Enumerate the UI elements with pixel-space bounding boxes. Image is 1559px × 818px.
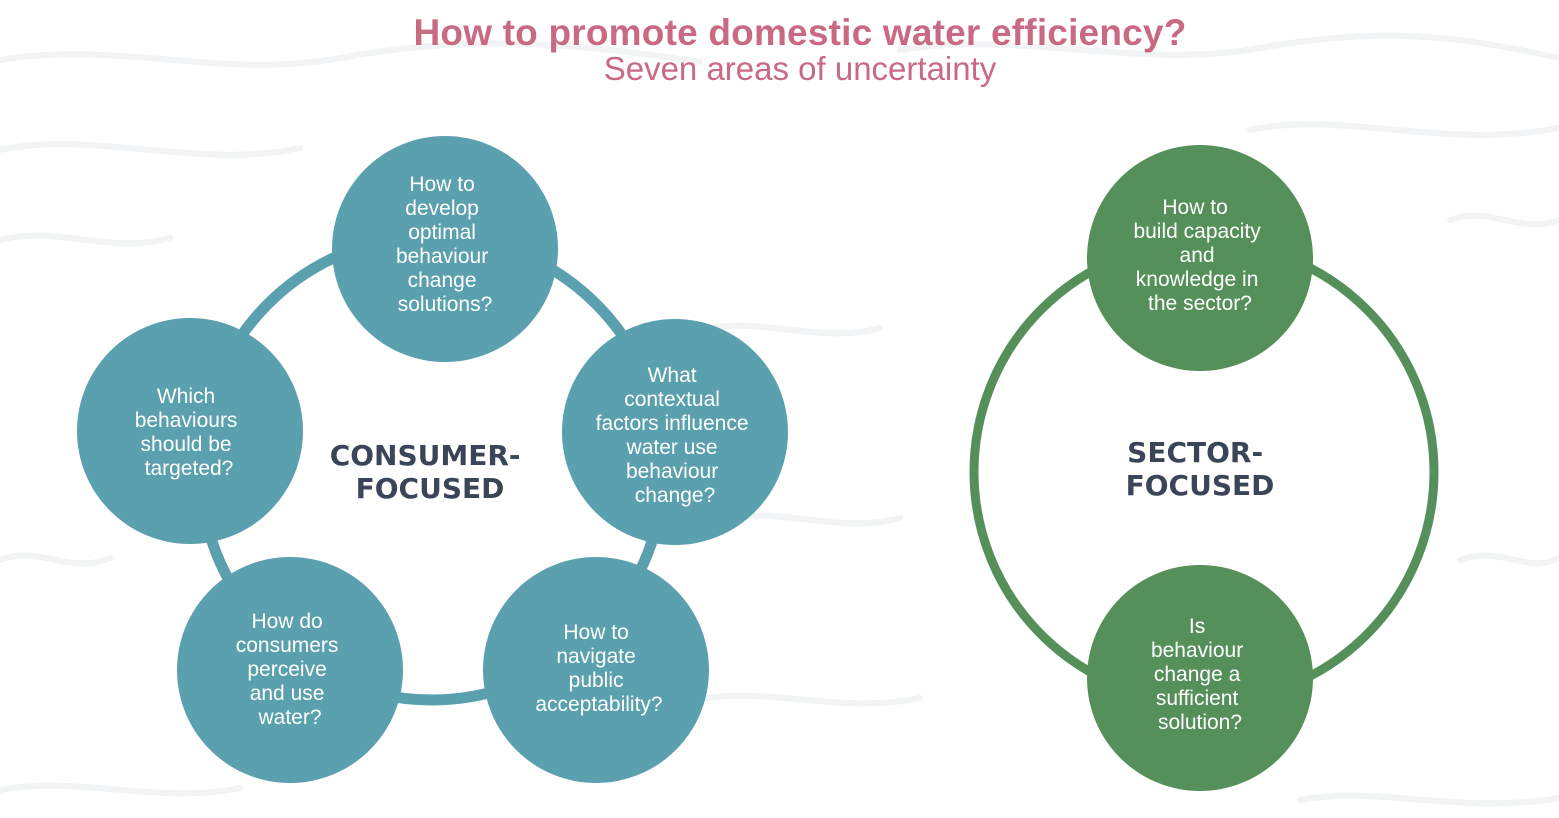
consumer-node-contextual-factors: What contextual factors influence water … xyxy=(562,319,788,545)
title-block: How to promote domestic water efficiency… xyxy=(0,14,1559,85)
node-text: What contextual factors influence water … xyxy=(596,364,755,507)
node-text: How to build capacity and knowledge in t… xyxy=(1133,196,1266,315)
node-text: How to navigate public acceptability? xyxy=(535,621,662,716)
sector-focused-cluster: How to build capacity and knowledge in t… xyxy=(969,145,1439,791)
consumer-node-public-acceptability: How to navigate public acceptability? xyxy=(483,557,709,783)
consumer-focused-label: CONSUMER- FOCUSED xyxy=(330,439,531,505)
sector-focused-label: SECTOR- FOCUSED xyxy=(1126,436,1275,502)
node-text: How to develop optimal behaviour change … xyxy=(396,173,494,316)
consumer-node-perceive-water: How do consumers perceive and use water? xyxy=(177,557,403,783)
node-text: Is behaviour change a sufficient solutio… xyxy=(1151,615,1249,734)
node-text: How do consumers perceive and use water? xyxy=(236,610,345,729)
page-subtitle: Seven areas of uncertainty xyxy=(603,50,997,87)
consumer-node-target-behaviours: Which behaviours should be targeted? xyxy=(77,318,303,544)
page-title: How to promote domestic water efficiency… xyxy=(413,12,1187,53)
consumer-focused-cluster: How to develop optimal behaviour change … xyxy=(77,136,788,783)
sector-node-build-capacity: How to build capacity and knowledge in t… xyxy=(1087,145,1313,371)
node-text: Which behaviours should be targeted? xyxy=(135,385,244,480)
sector-node-sufficient-solution: Is behaviour change a sufficient solutio… xyxy=(1087,565,1313,791)
consumer-node-solutions: How to develop optimal behaviour change … xyxy=(332,136,558,362)
